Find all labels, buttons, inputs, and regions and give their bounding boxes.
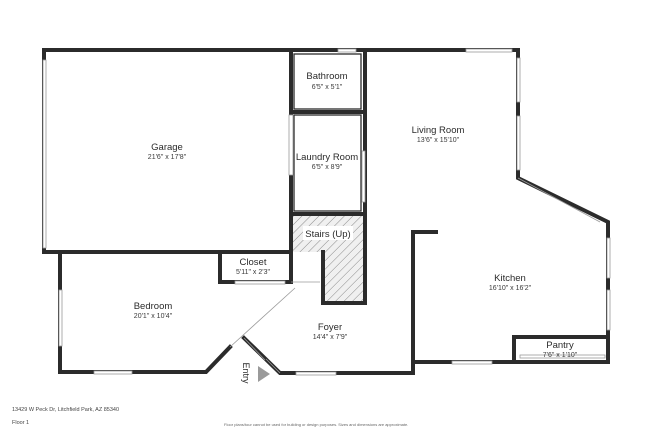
room-name: Laundry Room <box>296 152 358 163</box>
room-dimensions: 5'11" x 2'3" <box>236 269 270 276</box>
room-bedroom: Bedroom 20'1" x 10'4" <box>134 301 173 320</box>
room-pantry: Pantry 7'6" x 1'10" <box>543 340 578 359</box>
floor-label: Floor 1 <box>12 420 30 426</box>
door-swings <box>229 177 601 374</box>
room-dimensions: 21'6" x 17'8" <box>148 154 187 161</box>
entry-arrow-icon <box>258 366 270 382</box>
room-name: Foyer <box>318 322 342 333</box>
entry-label: Entry <box>241 362 251 384</box>
room-kitchen: Kitchen 16'10" x 16'2" <box>489 273 532 292</box>
entry-marker: Entry <box>241 362 270 384</box>
room-laundry: Laundry Room 6'5" x 8'9" <box>296 152 358 171</box>
room-foyer: Foyer 14'4" x 7'9" <box>313 322 348 341</box>
room-living: Living Room 13'6" x 15'10" <box>412 125 465 144</box>
room-stairs: Stairs (Up) <box>303 226 353 240</box>
room-name: Kitchen <box>494 273 526 284</box>
disclaimer-text: Floor plans/tour cannot be used for buil… <box>224 422 409 427</box>
room-name: Bathroom <box>306 71 347 82</box>
room-name: Pantry <box>546 340 574 351</box>
room-name: Stairs (Up) <box>305 229 350 240</box>
room-dimensions: 6'5" x 5'1" <box>312 84 343 91</box>
address-text: 13429 W Peck Dr, Litchfield Park, AZ 853… <box>12 407 120 413</box>
room-name: Living Room <box>412 125 465 136</box>
room-dimensions: 7'6" x 1'10" <box>543 352 578 359</box>
exterior-walls <box>42 48 610 375</box>
room-closet: Closet 5'11" x 2'3" <box>236 257 270 276</box>
windows <box>42 48 611 376</box>
interior-outlines <box>293 53 362 212</box>
room-name: Bedroom <box>134 301 173 312</box>
room-dimensions: 20'1" x 10'4" <box>134 313 173 320</box>
room-name: Closet <box>240 257 267 268</box>
room-dimensions: 13'6" x 15'10" <box>417 137 460 144</box>
room-dimensions: 6'5" x 8'9" <box>312 164 343 171</box>
room-garage: Garage 21'6" x 17'8" <box>148 142 187 161</box>
room-dimensions: 16'10" x 16'2" <box>489 285 532 292</box>
room-bathroom: Bathroom 6'5" x 5'1" <box>306 71 347 91</box>
room-dimensions: 14'4" x 7'9" <box>313 334 348 341</box>
room-name: Garage <box>151 142 183 153</box>
